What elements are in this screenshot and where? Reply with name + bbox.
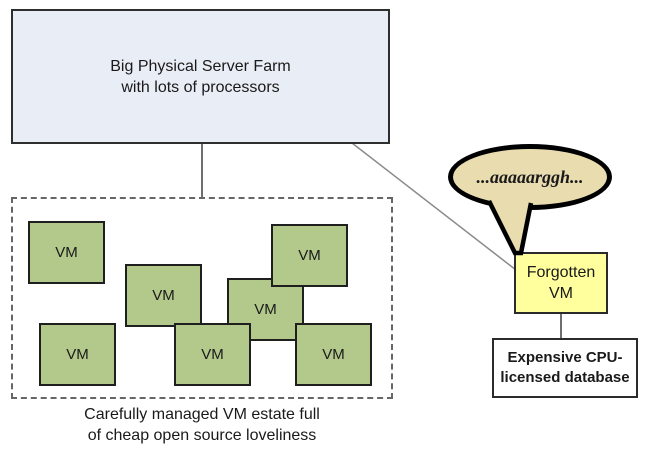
server-farm-box: Big Physical Server Farm with lots of pr… (11, 9, 390, 144)
estate-caption-line1: Carefully managed VM estate full (84, 406, 320, 423)
speech-bubble-text: ...aaaaarggh... (476, 166, 584, 187)
forgotten-vm-label-line2: VM (549, 285, 573, 302)
vm-label: VM (322, 346, 345, 363)
vm-label: VM (254, 301, 277, 318)
database-box: Expensive CPU- licensed database (492, 338, 638, 398)
vm-label: VM (201, 346, 224, 363)
vm-label: VM (298, 247, 321, 264)
server-farm-label-line1: Big Physical Server Farm (110, 57, 291, 75)
vm-box: VM (271, 224, 348, 287)
server-farm-label-line2: with lots of processors (121, 78, 280, 96)
database-label-line2: licensed database (500, 369, 630, 386)
estate-caption-line2: of cheap open source loveliness (87, 427, 317, 444)
vm-label: VM (152, 287, 175, 304)
estate-caption: Carefully managed VM estate full of chea… (11, 404, 393, 446)
forgotten-vm-label-line1: Forgotten (526, 264, 596, 281)
vm-box: VM (28, 221, 105, 284)
server-farm-label: Big Physical Server Farm with lots of pr… (110, 56, 291, 98)
vm-box: VM (125, 264, 202, 327)
speech-bubble: ...aaaaarggh... (448, 144, 612, 210)
vm-box: VM (39, 323, 116, 386)
vm-label: VM (55, 244, 78, 261)
vm-label: VM (66, 346, 89, 363)
vm-estate-dashed-box (11, 197, 393, 399)
forgotten-vm-box: Forgotten VM (514, 252, 608, 314)
vm-box: VM (295, 323, 372, 386)
database-label-line1: Expensive CPU- (507, 349, 623, 366)
vm-box: VM (174, 323, 251, 386)
